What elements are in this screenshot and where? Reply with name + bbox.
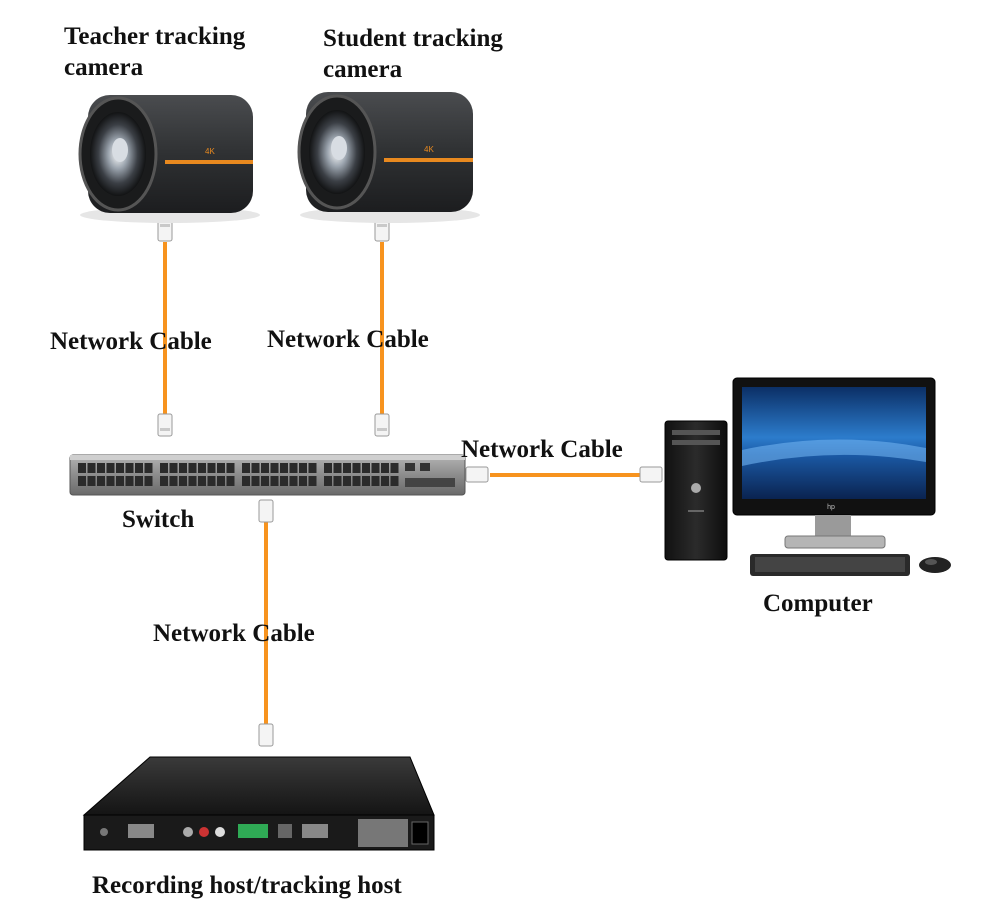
rj45-connector-icon — [157, 413, 173, 437]
recording-host-icon — [82, 756, 435, 851]
switch-port — [280, 476, 288, 486]
switch-port — [87, 476, 96, 486]
switch-port — [343, 463, 351, 473]
recording-host-label: Recording host/tracking host — [92, 872, 402, 899]
switch-port — [160, 463, 168, 473]
switch-port — [179, 476, 187, 486]
switch-port — [97, 463, 105, 473]
switch-port — [226, 476, 235, 486]
rj45-connector-icon — [374, 413, 390, 437]
switch-port — [226, 463, 235, 473]
switch-port — [390, 476, 399, 486]
switch-port — [242, 463, 250, 473]
rj45-connector-icon — [465, 466, 489, 483]
switch-port — [362, 476, 370, 486]
switch-label: Switch — [122, 506, 195, 533]
switch-port — [188, 476, 197, 486]
switch-port — [251, 463, 260, 473]
cable-label-computer: Network Cable — [461, 436, 623, 463]
switch-port — [381, 476, 389, 486]
rj45-connector-icon — [639, 466, 663, 483]
switch-port — [343, 476, 351, 486]
switch-port — [261, 463, 269, 473]
switch-port — [135, 476, 143, 486]
switch-port — [135, 463, 143, 473]
svg-text:4K: 4K — [424, 145, 434, 154]
switch-port — [299, 463, 307, 473]
switch-port — [270, 463, 279, 473]
rj45-connector-icon — [258, 723, 274, 747]
switch-port — [188, 463, 197, 473]
switch-port — [169, 476, 178, 486]
teacher-camera-icon: 4K — [78, 95, 260, 223]
switch-port — [333, 476, 342, 486]
switch-port — [280, 463, 288, 473]
switch-port — [371, 476, 380, 486]
switch-port — [169, 463, 178, 473]
switch-port — [270, 476, 279, 486]
switch-port — [324, 476, 332, 486]
rj45-connector-icon — [258, 499, 274, 523]
switch-port — [261, 476, 269, 486]
switch-port — [251, 476, 260, 486]
switch-port — [78, 463, 86, 473]
switch-icon — [69, 454, 466, 496]
student-camera-icon: 4K — [297, 92, 480, 223]
cable-label-recorder: Network Cable — [153, 620, 315, 647]
student-camera-label: Student tracking camera — [323, 23, 503, 85]
switch-port — [179, 463, 187, 473]
switch-port — [125, 476, 134, 486]
switch-port — [144, 463, 153, 473]
switch-port — [207, 463, 216, 473]
switch-port — [333, 463, 342, 473]
student-camera-label-line2: camera — [323, 56, 403, 83]
switch-port — [198, 463, 206, 473]
switch-port — [116, 463, 124, 473]
rj45-connector-icon — [374, 218, 390, 242]
switch-port — [160, 476, 168, 486]
switch-port — [381, 463, 389, 473]
switch-port — [198, 476, 206, 486]
svg-text:hp: hp — [827, 504, 835, 511]
switch-port — [97, 476, 105, 486]
switch-port — [217, 476, 225, 486]
switch-port — [289, 476, 298, 486]
switch-port — [125, 463, 134, 473]
svg-text:4K: 4K — [205, 147, 215, 156]
teacher-camera-label-line2: camera — [64, 54, 144, 81]
switch-port — [242, 476, 250, 486]
switch-port — [78, 476, 86, 486]
switch-port — [106, 476, 115, 486]
teacher-camera-label-line1: Teacher tracking — [64, 23, 246, 50]
cable-label-teacher: Network Cable — [50, 328, 212, 355]
switch-port — [106, 463, 115, 473]
switch-port — [352, 463, 361, 473]
switch-port — [308, 476, 317, 486]
switch-port — [371, 463, 380, 473]
switch-port — [217, 463, 225, 473]
switch-port — [116, 476, 124, 486]
cable-label-student: Network Cable — [267, 326, 429, 353]
teacher-camera-label: Teacher tracking camera — [64, 21, 245, 83]
switch-port — [390, 463, 399, 473]
computer-icon: hp — [664, 377, 951, 576]
switch-port — [87, 463, 96, 473]
switch-port — [324, 463, 332, 473]
switch-port — [207, 476, 216, 486]
switch-port — [289, 463, 298, 473]
computer-label: Computer — [763, 590, 873, 617]
switch-port — [299, 476, 307, 486]
switch-port — [308, 463, 317, 473]
switch-port — [144, 476, 153, 486]
student-camera-label-line1: Student tracking — [323, 25, 503, 52]
switch-port — [352, 476, 361, 486]
switch-port — [362, 463, 370, 473]
